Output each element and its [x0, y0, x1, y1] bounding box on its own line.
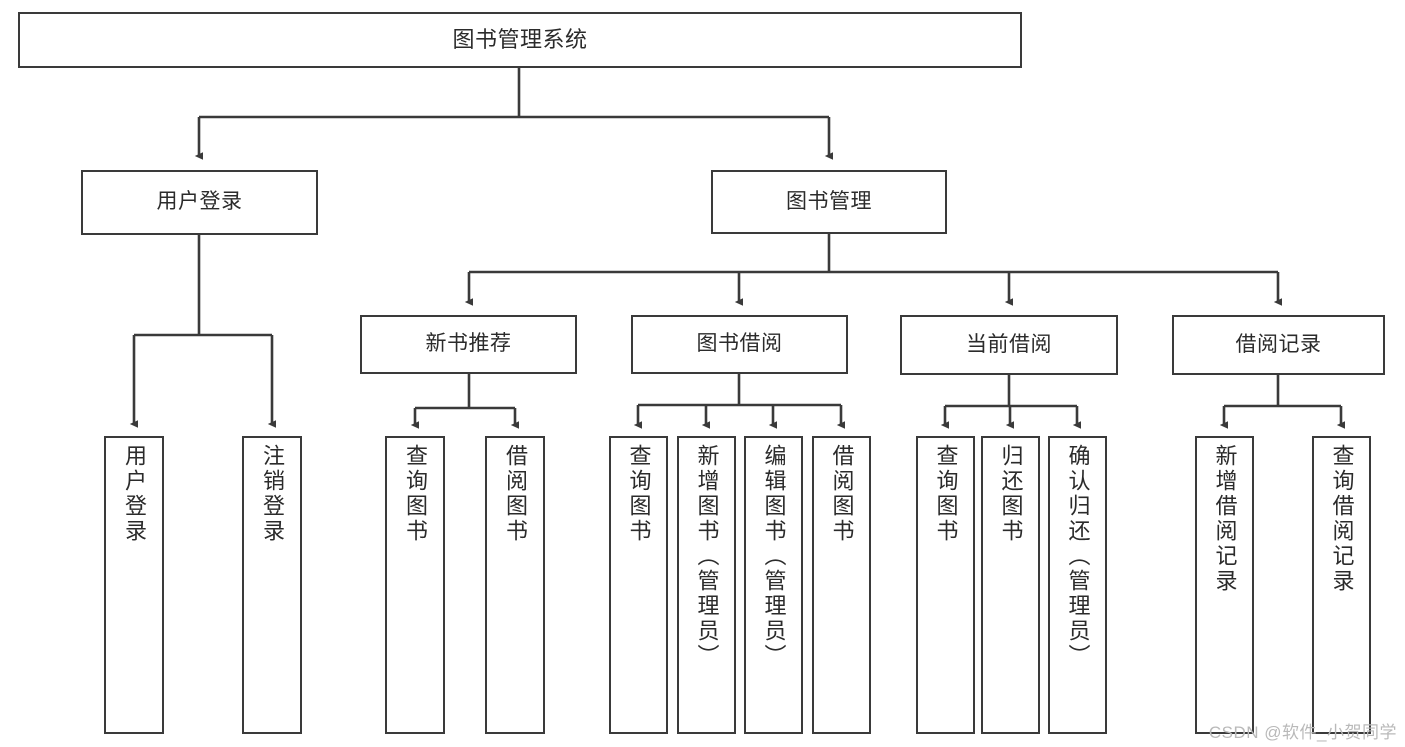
leaf-user-login-logout-label: 注销登录 — [260, 444, 285, 544]
leaf-current-borrow-query-label: 查询图书 — [933, 444, 959, 544]
leaf-book-borrow-query-label: 查询图书 — [626, 444, 652, 544]
leaf-borrow-record-query[interactable]: 查询借阅记录 — [1312, 436, 1371, 734]
leaf-new-book-borrow[interactable]: 借阅图书 — [485, 436, 545, 734]
leaf-user-login-logout[interactable]: 注销登录 — [242, 436, 302, 734]
node-current-borrow[interactable]: 当前借阅 — [900, 315, 1118, 375]
leaf-new-book-borrow-label: 借阅图书 — [503, 444, 528, 544]
leaf-book-borrow-edit[interactable]: 编辑图书（管理员） — [744, 436, 803, 734]
node-book-borrow-label: 图书借阅 — [696, 332, 783, 356]
leaf-book-borrow-query[interactable]: 查询图书 — [609, 436, 668, 734]
node-current-borrow-label: 当前借阅 — [966, 332, 1052, 356]
leaf-book-borrow-borrow-label: 借阅图书 — [829, 444, 855, 544]
leaf-book-borrow-add-label: 新增图书（管理员） — [694, 444, 720, 669]
leaf-current-borrow-query[interactable]: 查询图书 — [916, 436, 975, 734]
node-borrow-record[interactable]: 借阅记录 — [1172, 315, 1385, 375]
node-new-book-recommend-label: 新书推荐 — [425, 332, 512, 356]
leaf-new-book-query-label: 查询图书 — [403, 444, 428, 544]
leaf-new-book-query[interactable]: 查询图书 — [385, 436, 445, 734]
node-user-login-label: 用户登录 — [156, 190, 243, 214]
leaf-borrow-record-add[interactable]: 新增借阅记录 — [1195, 436, 1254, 734]
leaf-current-borrow-confirm[interactable]: 确认归还（管理员） — [1048, 436, 1107, 734]
node-new-book-recommend[interactable]: 新书推荐 — [360, 315, 577, 374]
leaf-book-borrow-add[interactable]: 新增图书（管理员） — [677, 436, 736, 734]
leaf-user-login-login[interactable]: 用户登录 — [104, 436, 164, 734]
leaf-current-borrow-return-label: 归还图书 — [998, 444, 1024, 544]
node-root-system-label: 图书管理系统 — [452, 27, 588, 53]
watermark-text: CSDN @软件_小贺同学 — [1208, 723, 1397, 742]
leaf-borrow-record-add-label: 新增借阅记录 — [1212, 444, 1238, 594]
node-book-management[interactable]: 图书管理 — [711, 170, 947, 234]
node-root-system[interactable]: 图书管理系统 — [18, 12, 1022, 68]
leaf-book-borrow-edit-label: 编辑图书（管理员） — [761, 444, 787, 669]
node-borrow-record-label: 借阅记录 — [1235, 332, 1322, 356]
node-book-management-label: 图书管理 — [786, 189, 872, 213]
leaf-borrow-record-query-label: 查询借阅记录 — [1329, 444, 1355, 594]
leaf-user-login-login-label: 用户登录 — [122, 444, 147, 544]
node-user-login[interactable]: 用户登录 — [81, 170, 318, 235]
leaf-book-borrow-borrow[interactable]: 借阅图书 — [812, 436, 871, 734]
leaf-current-borrow-confirm-label: 确认归还（管理员） — [1065, 444, 1091, 669]
node-book-borrow[interactable]: 图书借阅 — [631, 315, 848, 374]
leaf-current-borrow-return[interactable]: 归还图书 — [981, 436, 1040, 734]
